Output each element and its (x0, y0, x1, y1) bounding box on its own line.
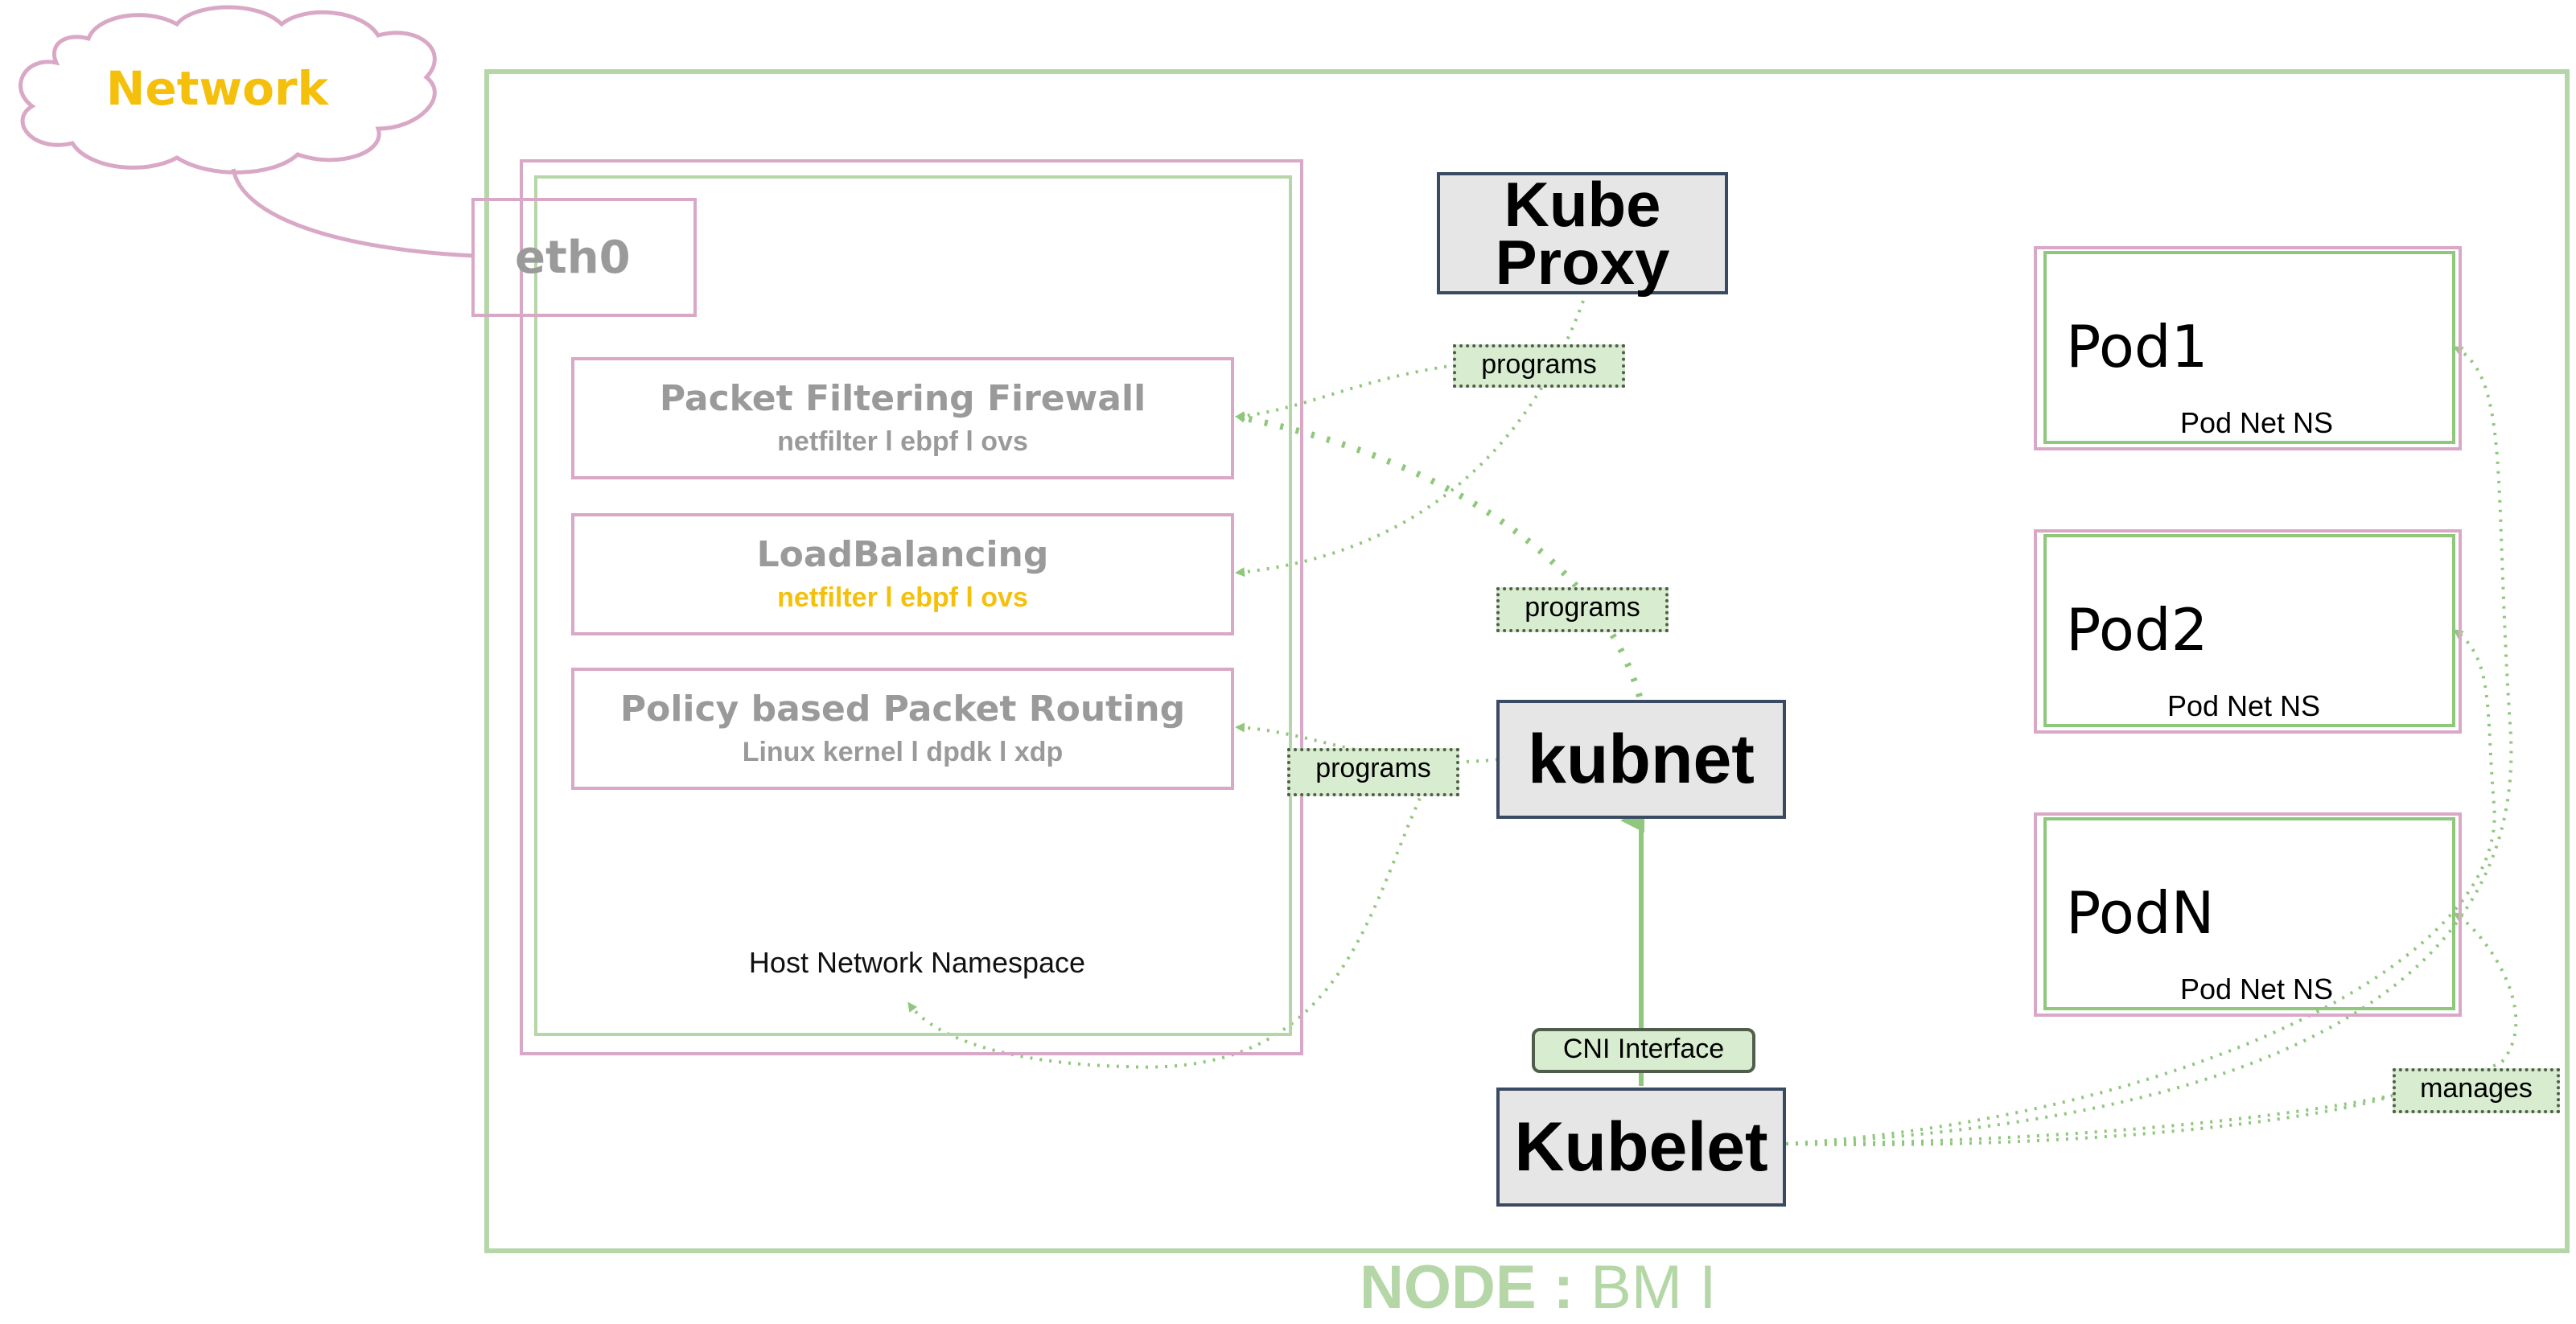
kubnet-to-host-ns-line (907, 771, 1434, 1069)
network-cloud-label: Network (105, 61, 329, 116)
pod1-inner-frame (2043, 251, 2455, 444)
policy-routing-sub: Linux kernel l dpdk l xdp (742, 737, 1064, 767)
loadbalancing-box: LoadBalancing netfilter l ebpf l ovs (571, 513, 1234, 635)
pod2-namespace-label: Pod Net NS (2167, 689, 2321, 722)
podn-inner-frame (2043, 817, 2455, 1010)
pod1-namespace-label: Pod Net NS (2179, 406, 2334, 439)
network-link-line (231, 168, 475, 258)
loadbalancing-title: LoadBalancing (756, 534, 1049, 575)
kubelet-to-pod1-line (1785, 346, 2513, 1145)
programs-tag-kube-proxy: programs (1453, 344, 1625, 388)
policy-routing-title: Policy based Packet Routing (619, 689, 1186, 730)
kubnet-box: kubnet (1496, 700, 1786, 819)
cni-interface-tag: CNI Interface (1532, 1028, 1755, 1073)
kubelet-to-pod2-line (1785, 629, 2496, 1145)
eth0-label: eth0 (515, 232, 631, 284)
pod2-title: Pod2 (2066, 596, 2208, 664)
pod2-outer-frame (2034, 529, 2462, 734)
loadbalancing-sub: netfilter l ebpf l ovs (777, 582, 1028, 613)
podn-title: PodN (2066, 879, 2215, 947)
node-label-prefix: NODE : (1360, 1253, 1574, 1322)
pod1-title: Pod1 (2066, 313, 2208, 380)
host-namespace-outer-frame (520, 159, 1303, 1055)
podn-namespace-label: Pod Net NS (2179, 972, 2334, 1005)
kube-proxy-box: Kube Proxy (1437, 172, 1728, 294)
kubnet-to-routing-line (1235, 722, 1499, 764)
manages-tag: manages (2393, 1068, 2560, 1113)
node-frame (484, 69, 2570, 1253)
pod2-inner-frame (2043, 534, 2455, 727)
host-namespace-inner-frame (534, 175, 1292, 1036)
kubelet-box: Kubelet (1496, 1088, 1786, 1207)
podn-outer-frame (2034, 812, 2462, 1017)
programs-tag-routing: programs (1287, 748, 1459, 796)
pod1-outer-frame (2034, 246, 2462, 450)
node-label: NODE : BM I (1360, 1252, 1971, 1322)
packet-filtering-box: Packet Filtering Firewall netfilter l eb… (571, 357, 1234, 479)
kubnet-to-firewall-line (1235, 413, 1643, 698)
packet-filtering-title: Packet Filtering Firewall (659, 378, 1146, 419)
policy-routing-box: Policy based Packet Routing Linux kernel… (571, 668, 1234, 790)
kubelet-to-manages-line (1785, 1092, 2398, 1147)
programs-tag-kubnet: programs (1496, 587, 1669, 632)
node-label-rest: BM I (1574, 1253, 1717, 1322)
packet-filtering-sub: netfilter l ebpf l ovs (777, 426, 1028, 457)
eth0-interface-box (471, 198, 697, 317)
host-namespace-label: Host Network Namespace (748, 946, 1086, 979)
network-cloud-shape (19, 5, 437, 175)
